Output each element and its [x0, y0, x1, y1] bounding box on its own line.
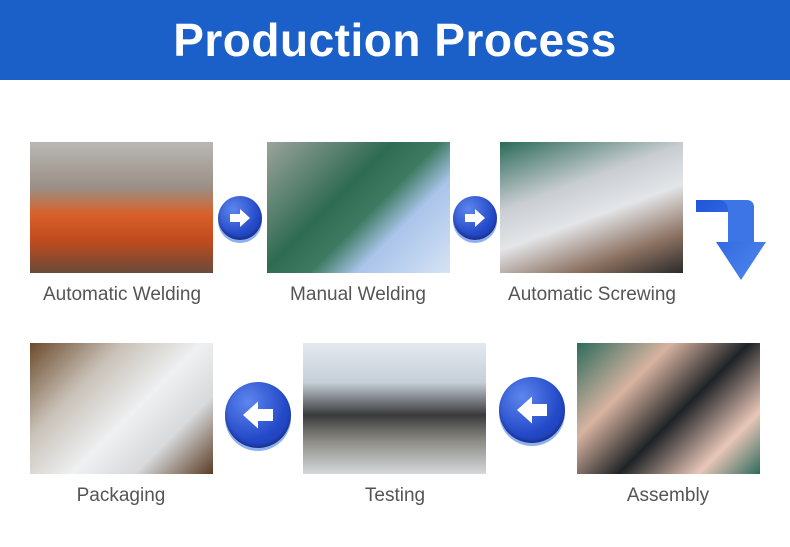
photo-automatic-screwing: [500, 142, 683, 273]
photo-manual-welding: [267, 142, 450, 273]
arrow-left-icon: [225, 382, 291, 448]
arrow-down-icon: [696, 200, 766, 280]
step-label-testing: Testing: [364, 485, 426, 506]
step-label-manual-welding: Manual Welding: [290, 284, 426, 305]
step-label-packaging: Packaging: [76, 485, 166, 506]
step-label-assembly: Assembly: [626, 485, 710, 506]
arrow-right-icon: [453, 196, 497, 240]
photo-testing: [303, 343, 486, 474]
step-label-automatic-screwing: Automatic Screwing: [508, 284, 676, 305]
photo-assembly: [577, 343, 760, 474]
photo-automatic-welding: [30, 142, 213, 273]
step-label-automatic-welding: Automatic Welding: [42, 284, 202, 305]
arrow-right-icon: [218, 196, 262, 240]
page-title: Production Process: [173, 14, 617, 66]
photo-packaging: [30, 343, 213, 474]
header-banner: Production Process: [0, 0, 790, 80]
arrow-left-icon: [499, 377, 565, 443]
